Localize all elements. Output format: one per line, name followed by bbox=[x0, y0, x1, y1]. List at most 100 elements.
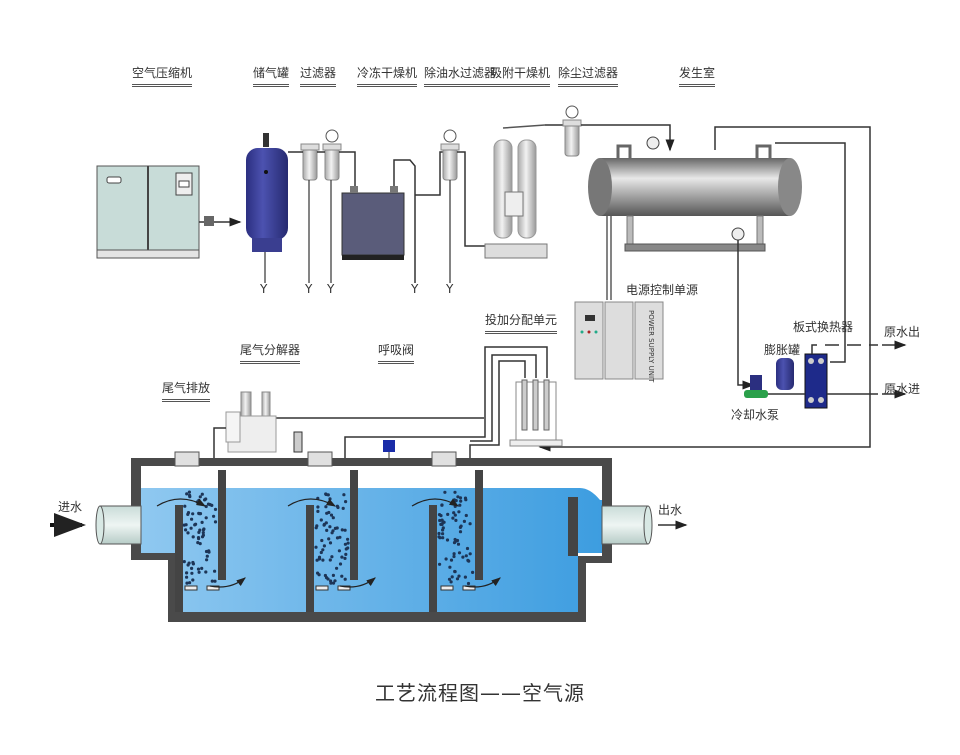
adsorption-dryer bbox=[484, 124, 548, 259]
bubble bbox=[455, 577, 460, 581]
bubble bbox=[336, 505, 340, 510]
bubble bbox=[331, 581, 336, 585]
bubble bbox=[329, 513, 334, 517]
label-generator-room: 发生室 bbox=[679, 66, 716, 87]
bubble bbox=[325, 528, 329, 533]
bubble bbox=[213, 579, 217, 583]
bubble bbox=[471, 570, 475, 575]
bubble bbox=[322, 544, 326, 548]
bubble bbox=[340, 555, 344, 559]
dosing-distribution-unit bbox=[509, 379, 563, 447]
bubble bbox=[443, 490, 447, 494]
bubble bbox=[330, 531, 334, 535]
bubble bbox=[338, 562, 343, 566]
bubble bbox=[449, 580, 453, 584]
bubble bbox=[343, 556, 347, 561]
bubble bbox=[207, 549, 211, 553]
bubble bbox=[340, 528, 344, 532]
bubble bbox=[328, 541, 333, 545]
label-dust-filter: 除尘过滤器 bbox=[558, 66, 619, 87]
bubble bbox=[193, 523, 197, 527]
bubble bbox=[190, 566, 194, 571]
bubble bbox=[184, 528, 188, 532]
bubble bbox=[212, 514, 216, 518]
oil-water-filter bbox=[440, 129, 460, 181]
bubble bbox=[197, 570, 201, 574]
bubble bbox=[316, 509, 320, 513]
bubble bbox=[458, 503, 462, 507]
bubble bbox=[184, 523, 188, 527]
bubble bbox=[321, 558, 325, 562]
label-power-control-unit: 电源控制单源 bbox=[626, 283, 699, 297]
bubble bbox=[343, 577, 347, 581]
bubble bbox=[190, 517, 194, 521]
bubble bbox=[320, 538, 324, 543]
bubble bbox=[213, 569, 217, 573]
bubble bbox=[452, 541, 457, 545]
bubble bbox=[208, 503, 212, 507]
bubble bbox=[205, 554, 209, 558]
bubble bbox=[191, 560, 195, 565]
bubble bbox=[342, 493, 346, 497]
bubble bbox=[454, 499, 458, 503]
bubble bbox=[452, 554, 456, 559]
label-filter: 过滤器 bbox=[300, 66, 337, 87]
label-air-tank: 储气罐 bbox=[253, 66, 290, 87]
bubble bbox=[450, 575, 454, 579]
bubble bbox=[191, 512, 195, 516]
bubble bbox=[186, 563, 190, 567]
bubble bbox=[330, 555, 334, 559]
bubble bbox=[333, 579, 337, 583]
bubble bbox=[200, 566, 204, 571]
bubble bbox=[444, 557, 448, 561]
bubble bbox=[333, 526, 337, 531]
bubble bbox=[340, 574, 344, 578]
breather-valve bbox=[293, 431, 303, 453]
bubble bbox=[188, 581, 192, 585]
label-expansion-tank: 膨胀罐 bbox=[764, 343, 801, 357]
inlet-pipe bbox=[95, 505, 142, 545]
bubble bbox=[329, 581, 333, 585]
bubble bbox=[204, 570, 208, 574]
bubble bbox=[324, 521, 328, 525]
bubble bbox=[440, 503, 444, 507]
bubble bbox=[324, 505, 328, 509]
bubble bbox=[452, 511, 456, 515]
label-adsorption-dryer: 吸附干燥机 bbox=[490, 66, 551, 87]
bubble bbox=[453, 513, 457, 517]
bubble bbox=[438, 518, 442, 523]
bubble bbox=[465, 546, 470, 551]
air-compressor bbox=[96, 165, 200, 259]
bubble bbox=[185, 492, 189, 496]
bubble bbox=[449, 558, 454, 562]
bubble bbox=[468, 552, 472, 556]
bubble bbox=[196, 541, 200, 545]
bubble bbox=[198, 528, 202, 532]
bubble bbox=[314, 545, 318, 549]
bubble bbox=[464, 498, 468, 502]
bubble bbox=[210, 579, 214, 583]
bubble bbox=[204, 516, 208, 520]
bubble bbox=[441, 532, 445, 536]
bubble bbox=[198, 542, 202, 546]
bubble bbox=[185, 581, 189, 585]
air-tank bbox=[246, 133, 288, 252]
bubble bbox=[346, 537, 350, 541]
bubble bbox=[457, 551, 462, 555]
bubble bbox=[205, 558, 209, 562]
bubble bbox=[343, 528, 347, 532]
psu-panel-text: POWER SUPPLY UNIT bbox=[647, 310, 655, 383]
label-refrigerated-dryer: 冷冻干燥机 bbox=[357, 66, 418, 87]
bubble bbox=[191, 535, 195, 539]
bubble bbox=[453, 490, 457, 494]
label-tail-gas-exhaust: 尾气排放 bbox=[162, 381, 211, 402]
dust-filter bbox=[562, 105, 582, 157]
diagram-title: 工艺流程图——空气源 bbox=[375, 681, 585, 705]
bubble bbox=[341, 506, 345, 510]
bubble bbox=[452, 552, 456, 556]
valve-icon bbox=[204, 216, 214, 226]
bubble bbox=[464, 513, 468, 518]
bubble bbox=[441, 536, 445, 540]
bubble bbox=[197, 512, 202, 516]
